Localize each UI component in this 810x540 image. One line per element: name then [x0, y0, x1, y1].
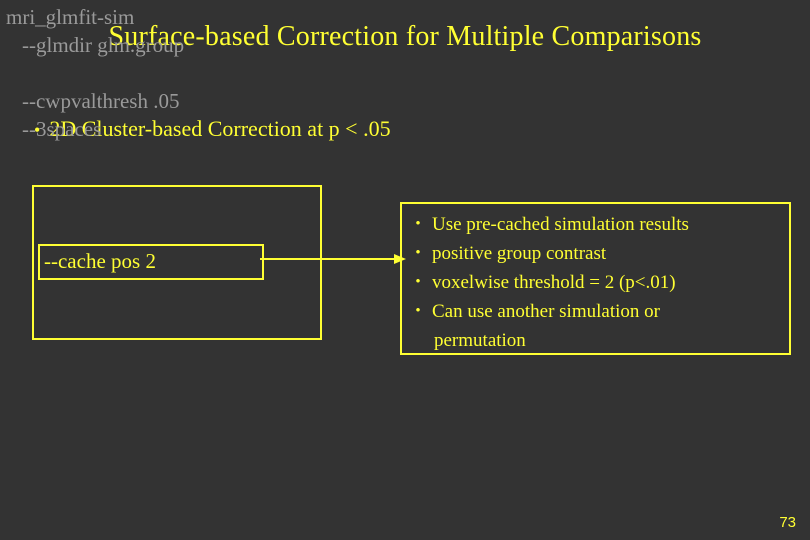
results-list-item: • Use pre-cached simulation results [404, 210, 789, 239]
results-list-item: • positive group contrast [404, 239, 789, 268]
results-item-label: positive group contrast [432, 243, 607, 264]
bullet-dot-icon: • [34, 120, 41, 140]
bullet-dot-icon: • [415, 303, 421, 319]
page-number: 73 [779, 514, 796, 531]
command-box [32, 185, 322, 340]
bullet-dot-icon: • [415, 216, 421, 232]
results-item-line2: permutation [434, 330, 526, 351]
results-list-item: • Can use another simulation or permutati… [404, 297, 789, 355]
command-line: --glmdir glm.group [22, 33, 185, 57]
bullet-dot-icon: • [415, 245, 421, 261]
results-list: • Use pre-cached simulation results • po… [404, 206, 789, 355]
cache-option-highlight-box [38, 244, 264, 280]
results-list-item: • voxelwise threshold = 2 (p<.01) [404, 268, 789, 297]
bullet-dot-icon: • [415, 274, 421, 290]
results-item-label: Use pre-cached simulation results [432, 214, 689, 235]
results-item-label: voxelwise threshold = 2 (p<.01) [432, 272, 676, 293]
cache-option-label: --cache pos 2 [44, 249, 156, 273]
command-line-highlighted-placeholder [6, 59, 290, 87]
results-item-label: Can use another simulation or permutation [432, 297, 789, 355]
command-line: mri_glmfit-sim [6, 5, 135, 29]
command-line: --3spaces [22, 117, 102, 141]
slide-title: Surface-based Correction for Multiple Co… [108, 21, 702, 52]
command-line-list: mri_glmfit-sim --glmdir glm.group --cwpv… [0, 0, 290, 143]
results-box [400, 202, 791, 355]
connector-arrow-icon [260, 254, 406, 264]
top-bullet-item: • 2D Cluster-based Correction at p < .05 [34, 114, 391, 145]
command-line: --cwpvalthresh .05 [22, 89, 180, 113]
top-bullet-label: 2D Cluster-based Correction at p < .05 [49, 116, 391, 141]
results-item-line1: Can use another simulation or [432, 301, 660, 322]
